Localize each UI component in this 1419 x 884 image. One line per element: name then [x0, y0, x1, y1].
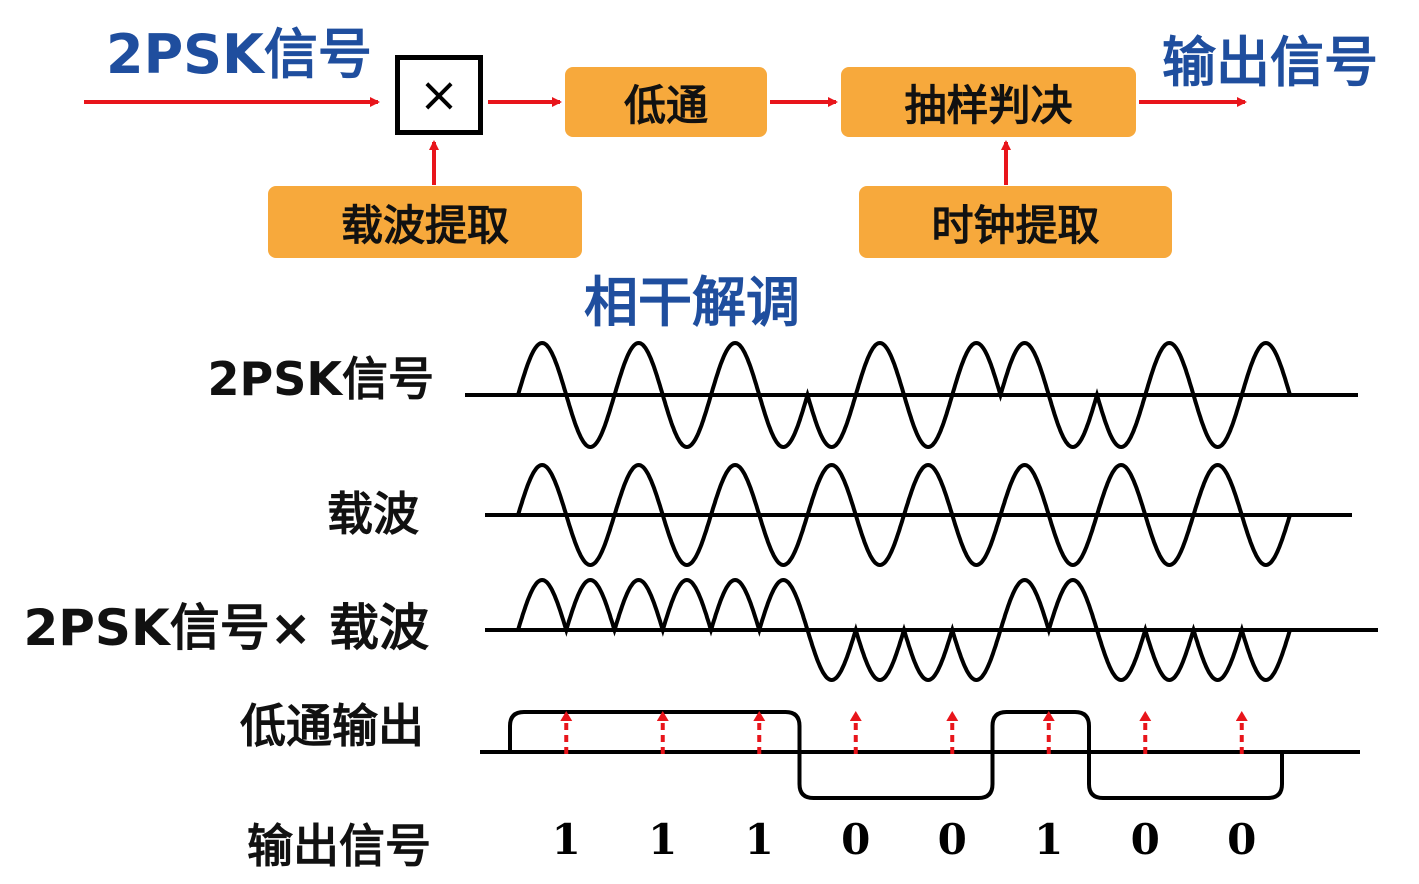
carrier-extraction-block: 载波提取 [268, 186, 582, 258]
multiplier-block: × [395, 55, 483, 135]
row-label-lowpass: 低通输出 [240, 699, 424, 753]
row-label-carrier: 载波 [327, 487, 419, 541]
row-label-psk: 2PSK信号 [207, 352, 435, 406]
output-bit-4: 0 [937, 815, 967, 864]
row-label-product: 2PSK信号× 载波 [23, 599, 430, 657]
lowpass-level-3 [1087, 752, 1284, 800]
carrier-waveform [516, 462, 1292, 568]
lowpass-level-0 [508, 710, 802, 752]
product-waveform [516, 577, 1292, 683]
output-bit-7: 0 [1227, 815, 1257, 864]
output-bit-2: 1 [744, 815, 774, 864]
input-signal-title: 2PSK信号 [106, 23, 372, 86]
lowpass-filter-block: 低通 [565, 67, 767, 137]
lowpass-level-1 [797, 752, 995, 800]
sampler-decision-block: 抽样判决 [841, 67, 1136, 137]
lowpass-level-2 [990, 710, 1091, 752]
output-signal-title: 输出信号 [1162, 31, 1378, 94]
row-label-output: 输出信号 [247, 819, 431, 873]
output-bit-1: 1 [648, 815, 678, 864]
output-bit-5: 1 [1034, 815, 1064, 864]
psk-waveform [516, 340, 1292, 450]
output-bit-3: 0 [841, 815, 871, 864]
output-bit-6: 0 [1130, 815, 1160, 864]
clock-extraction-block: 时钟提取 [859, 186, 1172, 258]
coherent-demod-caption: 相干解调 [584, 271, 800, 334]
output-bit-0: 1 [551, 815, 581, 864]
